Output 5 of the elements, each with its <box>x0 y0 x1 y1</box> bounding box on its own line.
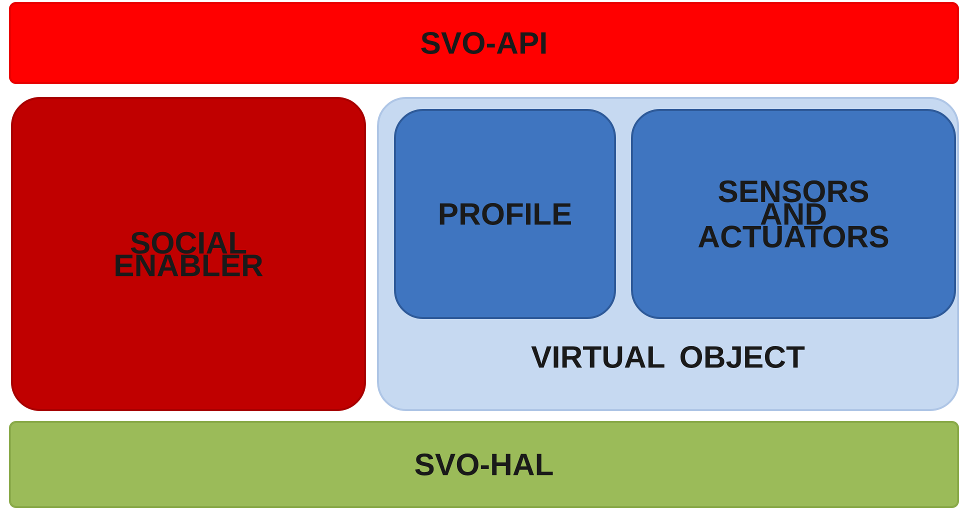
layer-bar: SOCIAL ENABLER <box>11 97 366 411</box>
component-box: SENSORS AND ACTUATORS <box>631 109 956 319</box>
component-box: PROFILE <box>394 109 616 319</box>
layer-bar: SVO-HAL <box>9 421 960 508</box>
layer-bar: SVO-API <box>9 2 960 84</box>
